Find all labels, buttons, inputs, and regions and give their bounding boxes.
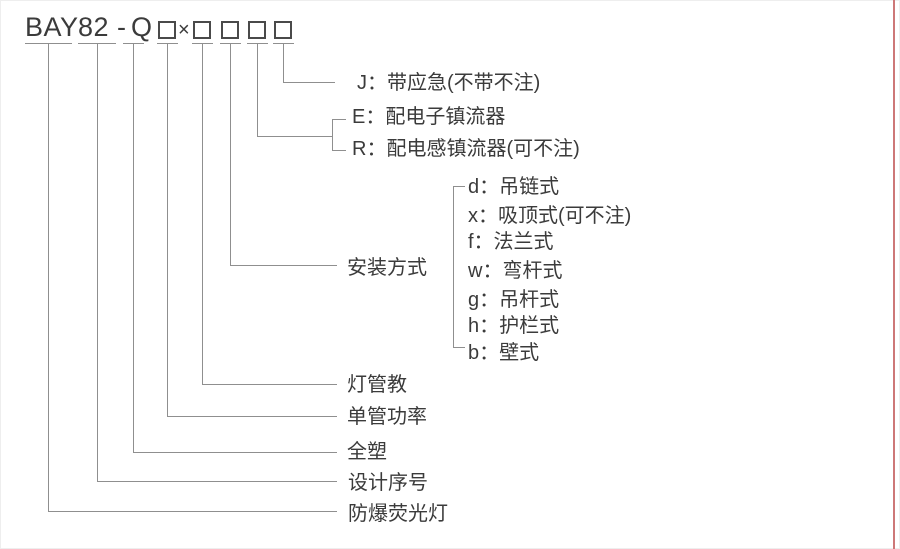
mounting-option-b: b：壁式 (468, 342, 540, 364)
right-edge-rule (893, 0, 895, 549)
mounting-option-x: x：吸顶式(可不注) (468, 205, 632, 227)
connector-single-power-vertical (167, 44, 168, 417)
connector-product-name-horizontal (48, 511, 337, 512)
placeholder-box-mounting (221, 21, 239, 39)
label-product-name: 防爆荧光灯 (348, 503, 448, 525)
mounting-option-d: d：吊链式 (468, 176, 560, 198)
connector-emergency-vertical (283, 44, 284, 83)
tick-mounting (220, 43, 241, 44)
label-all-plastic: 全塑 (347, 441, 387, 463)
connector-mounting-vertical (230, 44, 231, 266)
mounting-option-h: h：护栏式 (468, 315, 560, 337)
connector-ballast-vertical (257, 44, 258, 137)
mounting-option-w: w：弯杆式 (468, 260, 563, 282)
label-electronic-ballast: E：配电子镇流器 (352, 106, 506, 128)
tick-plastic-code (123, 43, 144, 44)
mounting-bracket-stub-bottom (453, 347, 465, 348)
placeholder-box-single-power (158, 21, 176, 39)
multiply-sign: × (178, 19, 190, 41)
connector-design-serial-vertical (97, 44, 98, 482)
connector-all-plastic-vertical (133, 44, 134, 453)
model-dash: - (117, 12, 127, 42)
connector-single-power-horizontal (167, 416, 337, 417)
tick-design-number (78, 43, 116, 44)
label-emergency: J：带应急(不带不注) (357, 72, 541, 94)
connector-ballast-horizontal (257, 136, 333, 137)
placeholder-box-lamp-count (193, 21, 211, 39)
label-mounting: 安装方式 (347, 257, 427, 279)
connector-lamp-count-horizontal (202, 384, 337, 385)
connector-product-name-vertical (48, 44, 49, 512)
connector-all-plastic-horizontal (133, 452, 337, 453)
model-plastic-code: Q (131, 12, 153, 42)
connector-lamp-count-vertical (202, 44, 203, 385)
ballast-bracket-vertical (332, 119, 333, 151)
placeholder-box-ballast (248, 21, 266, 39)
label-single-power: 单管功率 (347, 406, 427, 428)
tick-series (25, 43, 72, 44)
mounting-option-g: g：吊杆式 (468, 289, 560, 311)
placeholder-box-emergency (274, 21, 292, 39)
connector-design-serial-horizontal (97, 481, 337, 482)
label-inductive-ballast: R：配电感镇流器(可不注) (352, 138, 580, 160)
mounting-option-f: f：法兰式 (468, 231, 554, 253)
tick-emergency (273, 43, 294, 44)
tick-single-power (157, 43, 178, 44)
model-design-number: 82 (78, 12, 110, 42)
tick-lamp-count (192, 43, 213, 44)
tick-ballast (247, 43, 268, 44)
ballast-bracket-stub-r (332, 150, 346, 151)
ballast-bracket-stub-e (332, 119, 346, 120)
connector-emergency-horizontal (283, 82, 335, 83)
connector-mounting-horizontal (230, 265, 337, 266)
model-series: BAY (25, 12, 79, 42)
label-lamp-count: 灯管教 (347, 374, 407, 396)
mounting-bracket-vertical (453, 186, 454, 348)
label-design-serial: 设计序号 (348, 472, 428, 494)
mounting-bracket-stub-top (453, 186, 465, 187)
